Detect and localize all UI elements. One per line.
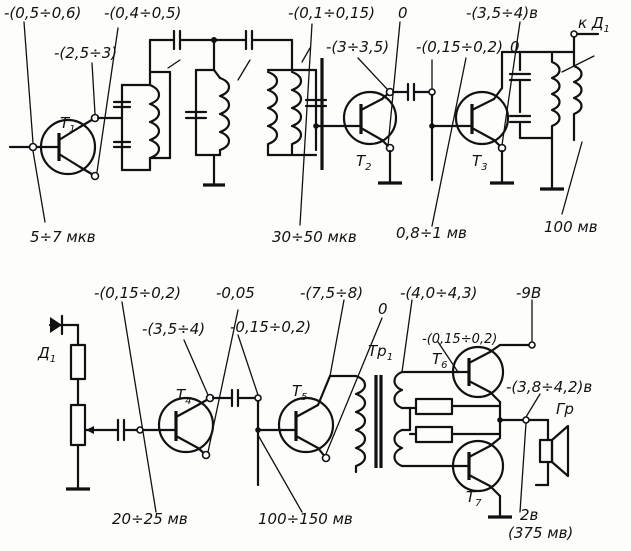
- label-v-t5-collector: -(7,5÷8): [300, 284, 363, 302]
- label-v-t5-base: -0,15÷0,2): [230, 318, 311, 336]
- label-sig-out-top: 100 мв: [544, 218, 598, 236]
- label-t4: T4: [176, 386, 192, 407]
- input-terminal: [8, 142, 42, 152]
- tank-coil-2: [184, 59, 251, 187]
- transistor-t3: [453, 86, 514, 185]
- label-to-d1: к Д1: [578, 14, 610, 35]
- transistor-t5: [277, 374, 358, 463]
- label-v-t4-emitter: -0,05: [216, 284, 255, 302]
- label-v-supply: -9В: [516, 284, 541, 302]
- label-v-tr1-sec: -(4,0÷4,3): [400, 284, 477, 302]
- label-v-t4-collector: -(3,5÷4): [142, 320, 205, 338]
- label-t5: T5: [292, 382, 308, 403]
- coupling-capacitors-top: [148, 29, 294, 74]
- label-v-t5-emitter: 0: [378, 300, 388, 318]
- label-d1: Д1: [37, 344, 56, 365]
- label-sig-t5: 100÷150 мв: [258, 510, 353, 528]
- tank-coil-1: [148, 59, 181, 172]
- label-sig-out-mv: (375 мв): [508, 524, 573, 542]
- t1-collector-wiring: [96, 83, 152, 172]
- label-v-t2-base: -(0,1÷0,15): [288, 4, 375, 22]
- label-sig-out: 2в: [520, 506, 539, 524]
- detector-d1: [48, 314, 162, 491]
- label-v-t2-emitter: 0: [398, 4, 408, 22]
- label-sig-t4: 20÷25 мв: [112, 510, 188, 528]
- label-t2: T2: [356, 152, 372, 173]
- tank-coil-3: [266, 47, 347, 170]
- label-v-in-base: -(0,5÷0,6): [4, 4, 81, 22]
- label-sig-in: 5÷7 мкв: [30, 228, 96, 246]
- label-sig-t2: 30÷50 мкв: [272, 228, 357, 246]
- label-v-midpoint: -(3,8÷4,2)в: [506, 378, 592, 396]
- measurement-leaders-bottom: [121, 299, 541, 513]
- label-v-t1-emitter: -(0,4÷0,5): [104, 4, 181, 22]
- label-t1: T1: [60, 114, 76, 135]
- tank-coil-4: [500, 30, 600, 191]
- label-v-t6-base: -(0,15÷0,2): [422, 332, 497, 347]
- transistor-t4: [157, 393, 215, 460]
- label-sig-t3: 0,8÷1 мв: [396, 224, 467, 242]
- t2-t3-coupling: [391, 82, 457, 182]
- t4-t5-coupling: [211, 388, 284, 487]
- transformer-tr1: [354, 370, 502, 474]
- label-speaker: Гр: [556, 400, 574, 418]
- label-v-t4-base: -(0,15÷0,2): [94, 284, 181, 302]
- transistor-t6: [451, 341, 536, 423]
- label-tr1: Тр1: [368, 342, 393, 363]
- transistor-t2: [342, 87, 402, 185]
- label-v-t3-base: -(0,15÷0,2): [416, 38, 503, 56]
- label-t7: T7: [466, 488, 482, 509]
- label-t6: T6: [432, 350, 448, 371]
- label-v-t3-emitter: 0: [510, 38, 520, 56]
- label-v-t1-collector: -(2,5÷3): [54, 44, 117, 62]
- transistor-t7: [451, 418, 512, 519]
- label-t3: T3: [472, 152, 488, 173]
- label-v-t3-collector: -(3,5÷4)в: [466, 4, 538, 22]
- measurement-leaders-top: [23, 21, 583, 227]
- transistor-t1: [38, 113, 100, 181]
- speaker-output: [498, 416, 570, 487]
- label-v-t2-collector: -(3÷3,5): [326, 38, 389, 56]
